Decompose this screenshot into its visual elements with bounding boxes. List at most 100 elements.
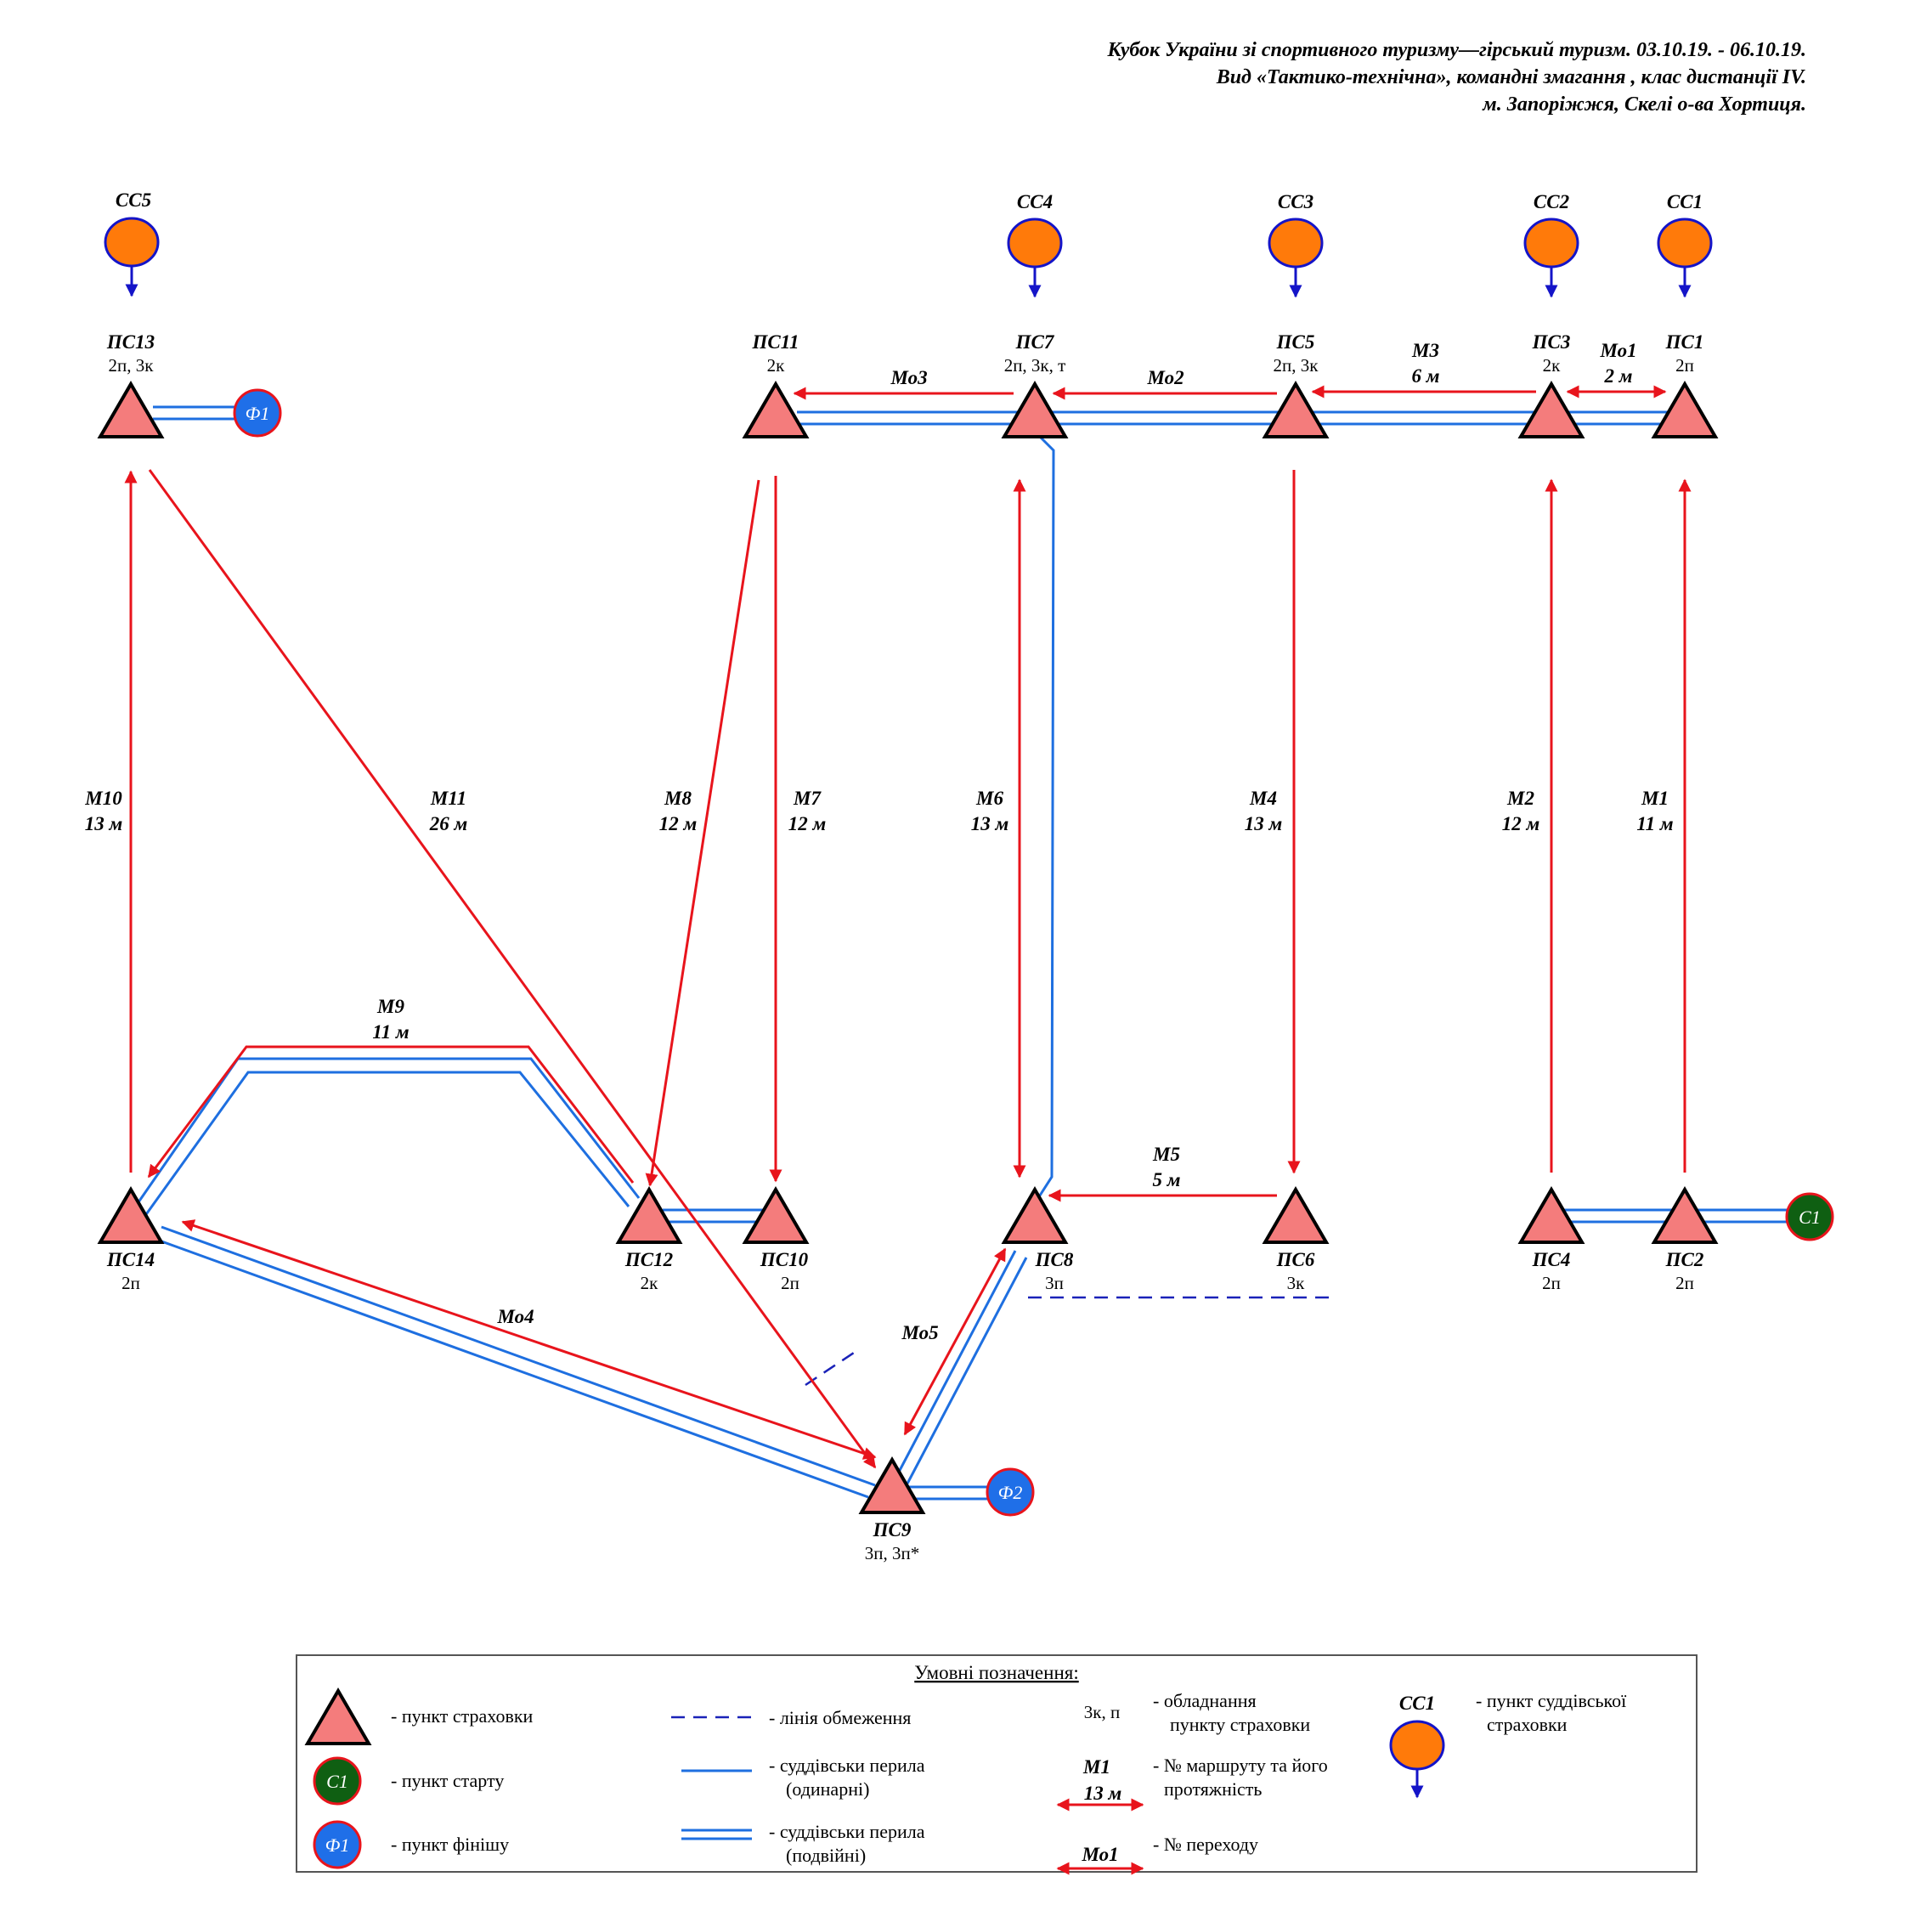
label-mo5-name: Мо5 (901, 1322, 938, 1343)
svg-text:С1: С1 (326, 1771, 348, 1792)
label-m11-len: 26 м (429, 813, 468, 834)
svg-text:3к: 3к (1287, 1273, 1306, 1293)
legend-station: - пункт страховки (304, 1687, 534, 1745)
svg-text:2п, 3к: 2п, 3к (109, 355, 155, 376)
route-m8 (645, 479, 760, 1187)
rail-ps9-ps8 (895, 1250, 1028, 1484)
rail-ps9-f2 (909, 1485, 992, 1501)
judge-point-cc1: СС1 (1657, 191, 1713, 298)
label-mo1-len: 2 м (1603, 365, 1632, 387)
svg-text:- № маршруту та його: - № маршруту та його (1153, 1755, 1328, 1776)
svg-text:(одинарні): (одинарні) (786, 1778, 869, 1800)
svg-text:ПС4: ПС4 (1532, 1249, 1571, 1270)
judge-rails (133, 405, 1793, 1501)
label-m4-len: 13 м (1245, 813, 1283, 834)
svg-text:Ф2: Ф2 (998, 1482, 1023, 1503)
station-ps5: ПС5 2п, 3к (1262, 331, 1330, 438)
svg-text:13 м: 13 м (1084, 1783, 1122, 1804)
start-finish-points: С1 Ф1 Ф2 (233, 388, 1834, 1517)
judge-points: СС5 СС4 СС3 СС2 СС1 (104, 189, 1713, 298)
legend-limit-line: - лінія обмеження (671, 1707, 911, 1728)
rail-ps13-f1 (153, 405, 240, 421)
svg-text:- № переходу: - № переходу (1153, 1834, 1258, 1855)
judge-point-cc3: СС3 (1268, 191, 1324, 298)
svg-text:ПС8: ПС8 (1035, 1249, 1074, 1270)
svg-text:СС5: СС5 (116, 189, 151, 211)
label-m11-name: М11 (430, 788, 466, 809)
label-m2-name: М2 (1506, 788, 1534, 809)
svg-text:СС4: СС4 (1017, 191, 1053, 212)
label-mo3-name: Мо3 (890, 367, 927, 388)
station-ps10: ПС10 2п (742, 1186, 810, 1293)
label-m2-len: 12 м (1502, 813, 1540, 834)
limit-lines (805, 1296, 1330, 1387)
svg-text:2п: 2п (121, 1273, 140, 1293)
label-m9-len: 11 м (372, 1021, 409, 1043)
svg-text:2к: 2к (641, 1273, 659, 1293)
svg-text:ПС14: ПС14 (106, 1249, 155, 1270)
svg-text:ПС3: ПС3 (1532, 331, 1571, 353)
rail-single-ps7-ps8 (1035, 432, 1055, 1199)
svg-text:- пункт старту: - пункт старту (391, 1770, 504, 1791)
rail-ps14-ps12-m9 (133, 1057, 641, 1218)
judge-point-cc2: СС2 (1523, 191, 1579, 298)
header-line-3: м. Запоріжжя, Скелі о-ва Хортиця. (1483, 93, 1806, 116)
route-mo4 (181, 1219, 877, 1460)
label-mo1-name: Мо1 (1599, 340, 1636, 361)
svg-text:ПС9: ПС9 (873, 1519, 912, 1540)
station-ps2: ПС2 2п (1651, 1186, 1719, 1293)
svg-text:- пункт страховки: - пункт страховки (391, 1705, 534, 1727)
svg-text:- лінія обмеження: - лінія обмеження (769, 1707, 911, 1728)
svg-text:ПС12: ПС12 (624, 1249, 673, 1270)
finish-point-f2: Ф2 (986, 1467, 1035, 1517)
svg-text:- обладнання: - обладнання (1153, 1690, 1257, 1711)
label-m8-name: М8 (664, 788, 692, 809)
label-m3-name: М3 (1411, 340, 1439, 361)
header-line-2: Вид «Тактико-технічна», командні змаганн… (1216, 66, 1806, 88)
label-m7-name: М7 (793, 788, 822, 809)
route-mo5 (903, 1247, 1007, 1436)
svg-text:ПС13: ПС13 (106, 331, 155, 353)
svg-text:- пункт суддівської: - пункт суддівської (1476, 1690, 1627, 1711)
svg-text:ПС5: ПС5 (1276, 331, 1315, 353)
label-m1-name: М1 (1641, 788, 1669, 809)
svg-text:2к: 2к (1543, 355, 1562, 376)
svg-text:2п: 2п (1542, 1273, 1561, 1293)
routes (124, 385, 1692, 1469)
svg-text:ПС10: ПС10 (760, 1249, 809, 1270)
legend-box (296, 1654, 1698, 1873)
header-line-1: Кубок України зі спортивного туризму—гір… (1107, 39, 1806, 61)
svg-text:- суддівськи перила: - суддівськи перила (769, 1821, 925, 1842)
start-point-c1: С1 (1785, 1192, 1834, 1241)
label-m9-name: М9 (376, 996, 404, 1017)
svg-text:протяжність: протяжність (1164, 1778, 1262, 1800)
svg-text:2п: 2п (1675, 1273, 1694, 1293)
label-m8-len: 12 м (659, 813, 698, 834)
stations: ПС13 2п, 3к ПС11 2к ПС7 2п, 3к, т ПС5 2п… (97, 331, 1719, 1563)
label-m6-len: 13 м (971, 813, 1009, 834)
station-ps6: ПС6 3к (1262, 1186, 1330, 1293)
route-labels: М1 11 м М2 12 м М3 6 м М4 13 м М5 5 м М6… (84, 340, 1673, 1343)
station-ps14: ПС14 2п (97, 1186, 165, 1293)
legend-rail-double: - суддівськи перила (подвійні) (681, 1821, 925, 1866)
svg-text:2п, 3к, т: 2п, 3к, т (1004, 355, 1066, 376)
svg-text:страховки: страховки (1487, 1714, 1568, 1735)
svg-text:ПС11: ПС11 (752, 331, 799, 353)
svg-text:Мо1: Мо1 (1081, 1844, 1118, 1865)
svg-text:3к, п: 3к, п (1084, 1702, 1120, 1722)
svg-text:- суддівськи перила: - суддівськи перила (769, 1755, 925, 1776)
legend-rail-single: - суддівськи перила (одинарні) (681, 1755, 925, 1800)
station-ps13: ПС13 2п, 3к (97, 331, 165, 438)
svg-text:Ф1: Ф1 (325, 1834, 350, 1856)
label-m10-len: 13 м (85, 813, 123, 834)
label-mo2-name: Мо2 (1146, 367, 1183, 388)
legend-start: С1 - пункт старту (313, 1756, 504, 1806)
judge-point-cc5: СС5 (104, 189, 160, 297)
legend-judge-point: СС1 - пункт суддівської страховки (1389, 1690, 1627, 1799)
station-ps12: ПС12 2к (615, 1186, 683, 1293)
svg-text:СС2: СС2 (1534, 191, 1569, 212)
legend-route: М1 13 м - № маршруту та його протяжність (1056, 1755, 1328, 1812)
station-ps4: ПС4 2п (1517, 1186, 1585, 1293)
svg-text:2п, 3к: 2п, 3к (1274, 355, 1319, 376)
